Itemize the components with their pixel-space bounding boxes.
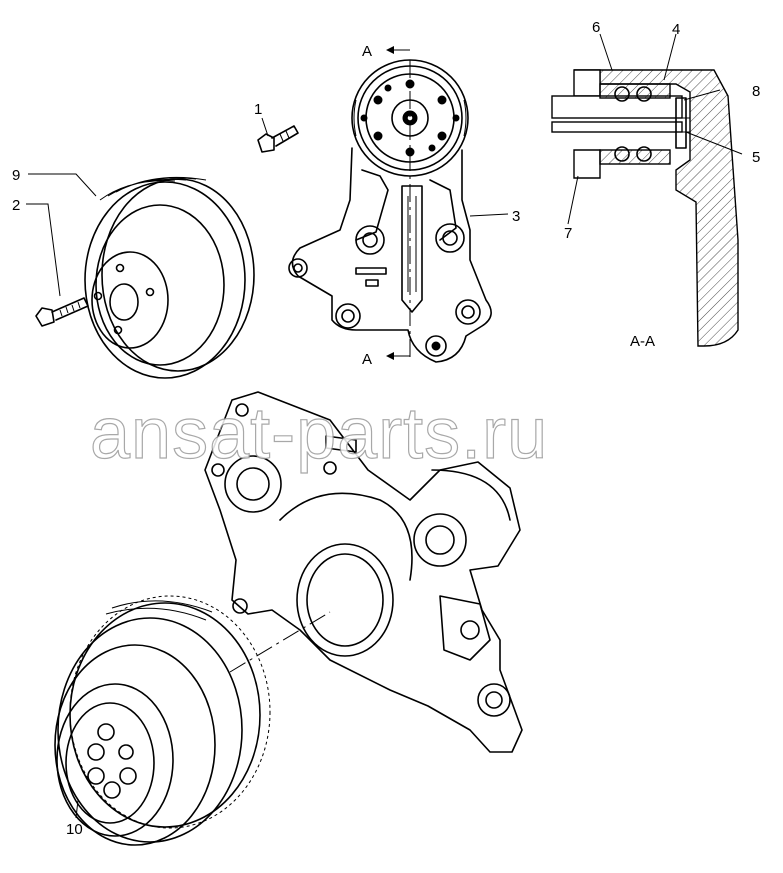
pulley-part-9: [84, 176, 255, 379]
front-cover: [204, 391, 523, 753]
tensioner-bracket-part-3: [288, 59, 492, 363]
section-line: [386, 46, 411, 360]
axis-line: [229, 611, 331, 673]
callout-9: 9: [12, 167, 20, 184]
section-view-title: A-A: [630, 333, 655, 350]
section-marker-top: A: [362, 43, 372, 60]
section-marker-bottom: A: [362, 351, 372, 368]
bolt-part-1: [257, 125, 299, 153]
tooth-ring: [69, 595, 271, 829]
watermark-text: ansat-parts.ru: [90, 394, 548, 474]
callout-4: 4: [672, 21, 680, 38]
callout-2: 2: [12, 197, 20, 214]
damper-part-10: [54, 595, 271, 846]
callout-1: 1: [254, 101, 262, 118]
callout-8: 8: [752, 83, 760, 100]
callout-5: 5: [752, 149, 760, 166]
callout-6: 6: [592, 19, 600, 36]
bolt-part-2: [35, 297, 89, 327]
section-view-a-a: [551, 69, 739, 347]
leader-lines: [26, 33, 743, 819]
callout-10: 10: [66, 821, 83, 838]
bearing-balls: [614, 86, 652, 162]
callout-3: 3: [512, 208, 520, 225]
callout-7: 7: [564, 225, 572, 242]
